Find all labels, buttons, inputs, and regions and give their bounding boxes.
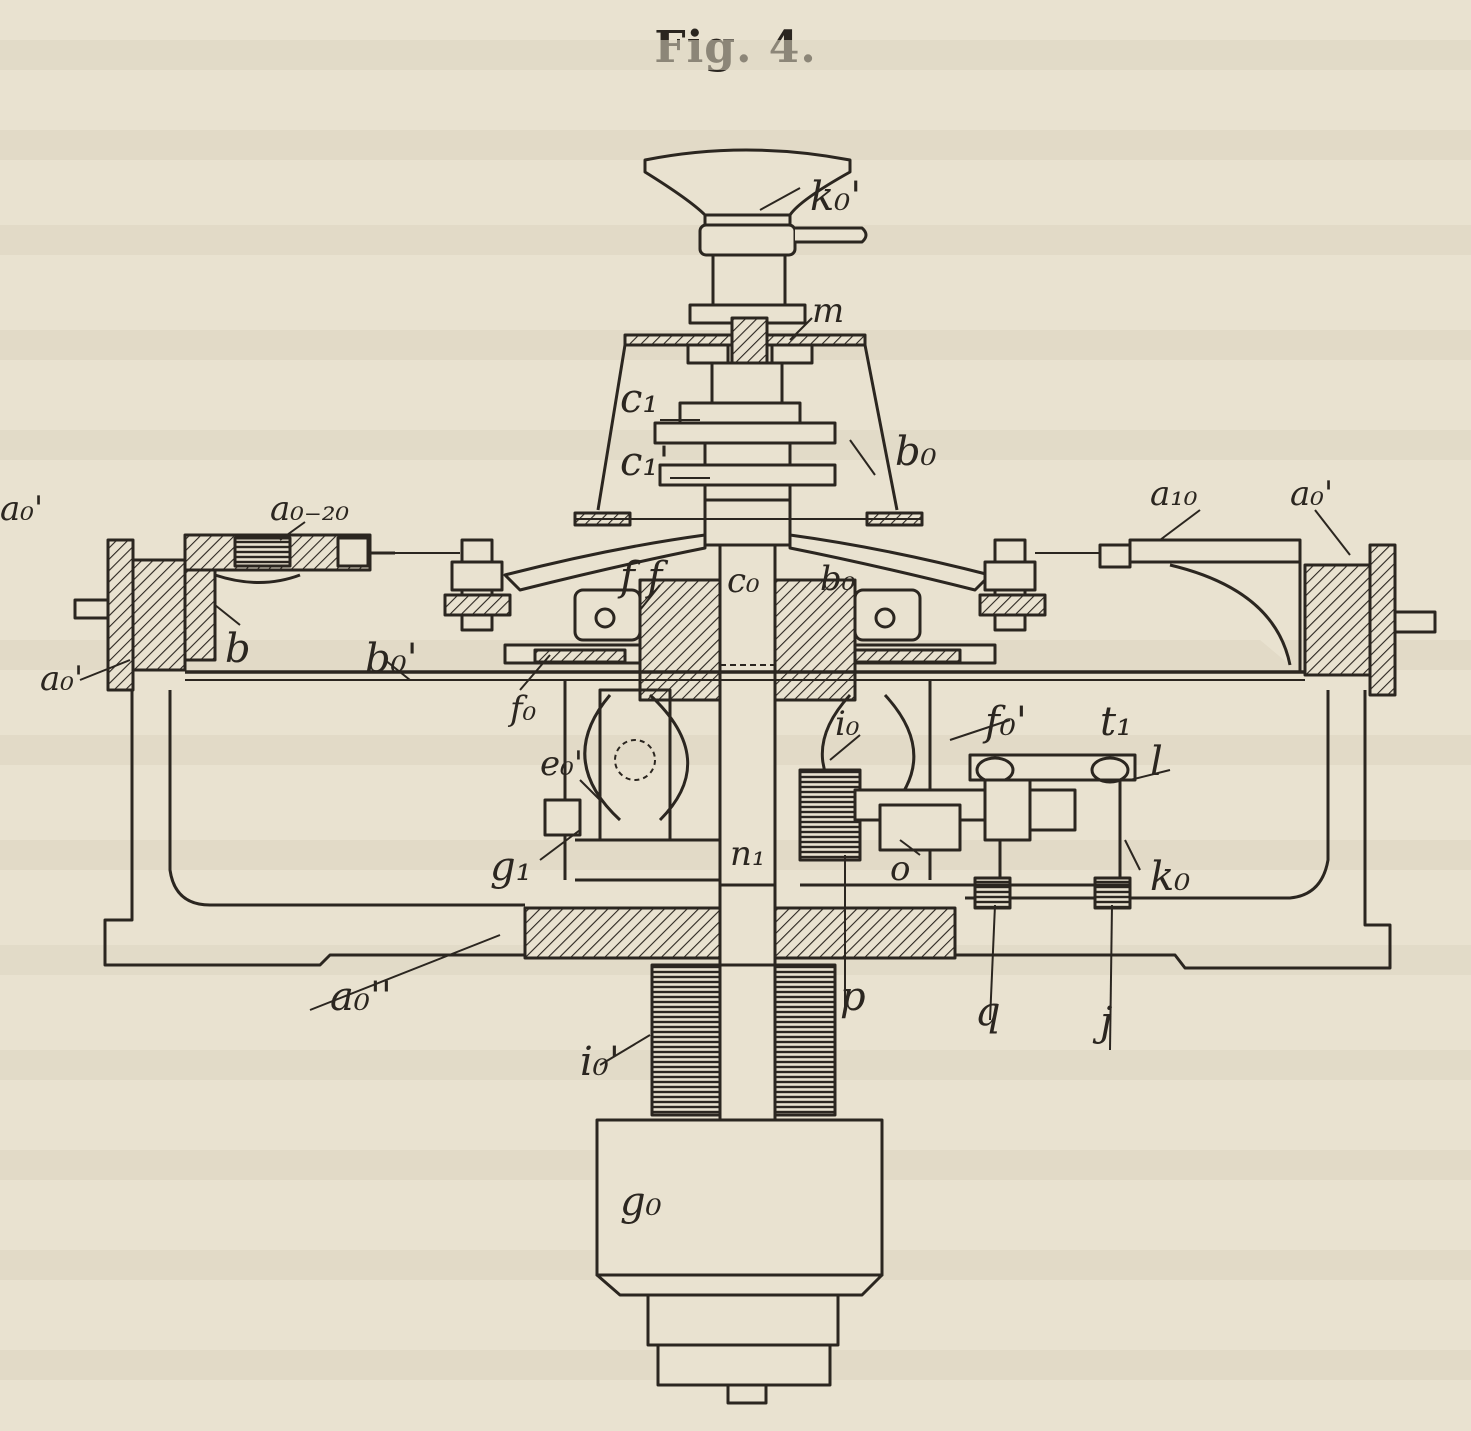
right-adjusting-nut bbox=[978, 538, 1047, 632]
label-f0-prime: f₀' bbox=[982, 699, 1027, 745]
left-adjusting-nut bbox=[443, 538, 512, 632]
base-plate bbox=[185, 670, 1305, 681]
label-a0-double-prime: a₀'' bbox=[330, 974, 392, 1020]
leader-lines bbox=[79, 187, 1351, 1066]
label-a0-prime-left: a₀' bbox=[40, 659, 83, 699]
label-b0: b₀ bbox=[895, 429, 937, 475]
label-m: m bbox=[812, 291, 844, 331]
right-end-flange bbox=[1303, 543, 1437, 697]
label-n1: n₁ bbox=[730, 834, 766, 874]
label-i0-prime: i₀' bbox=[580, 1039, 620, 1085]
label-p: p bbox=[840, 974, 866, 1020]
label-a0-20: a₀₋₂₀ bbox=[270, 489, 349, 529]
label-k0-prime: k₀' bbox=[810, 174, 861, 220]
label-j: j bbox=[1092, 999, 1112, 1045]
right-regulator bbox=[1098, 538, 1302, 672]
machine-frame bbox=[103, 690, 1392, 970]
central-hub bbox=[503, 543, 997, 887]
label-k0: k₀ bbox=[1150, 854, 1190, 900]
inner-mechanism bbox=[543, 680, 1137, 910]
label-b0-prime: b₀' bbox=[365, 636, 418, 682]
label-g0: g₀ bbox=[620, 1179, 662, 1225]
label-i0: i₀ bbox=[835, 704, 860, 744]
lever-arms bbox=[395, 533, 1100, 592]
label-a0-prime-edge: a₀' bbox=[0, 489, 43, 529]
label-e0-prime: e₀' bbox=[540, 744, 583, 784]
label-c1: c₁ bbox=[620, 376, 658, 422]
handwheel bbox=[643, 148, 868, 307]
left-regulator bbox=[183, 533, 395, 662]
label-b: b bbox=[225, 626, 251, 672]
label-t1: t₁ bbox=[1100, 699, 1132, 745]
label-c0: c₀ bbox=[727, 561, 760, 601]
label-b0-center: b₀ bbox=[820, 559, 856, 599]
label-c1-prime: c₁' bbox=[620, 439, 669, 485]
label-f-f: f f bbox=[617, 554, 669, 600]
label-o: o bbox=[890, 849, 910, 889]
label-a10: a₁₀ bbox=[1150, 474, 1198, 514]
part-labels: k₀' m c₁ c₁' b₀ a₀₋₂₀ a₁₀ a₀' a₀' a₀' b … bbox=[0, 174, 1333, 1225]
label-g1: g₁ bbox=[490, 844, 532, 890]
label-f0-left: f₀ bbox=[507, 689, 537, 729]
upper-housing bbox=[573, 303, 924, 547]
lower-drive bbox=[595, 963, 884, 1405]
label-a0-prime-right: a₀' bbox=[1290, 474, 1333, 514]
label-q: q bbox=[975, 989, 1001, 1035]
label-l: l bbox=[1150, 739, 1163, 785]
left-end-flange bbox=[73, 538, 187, 692]
